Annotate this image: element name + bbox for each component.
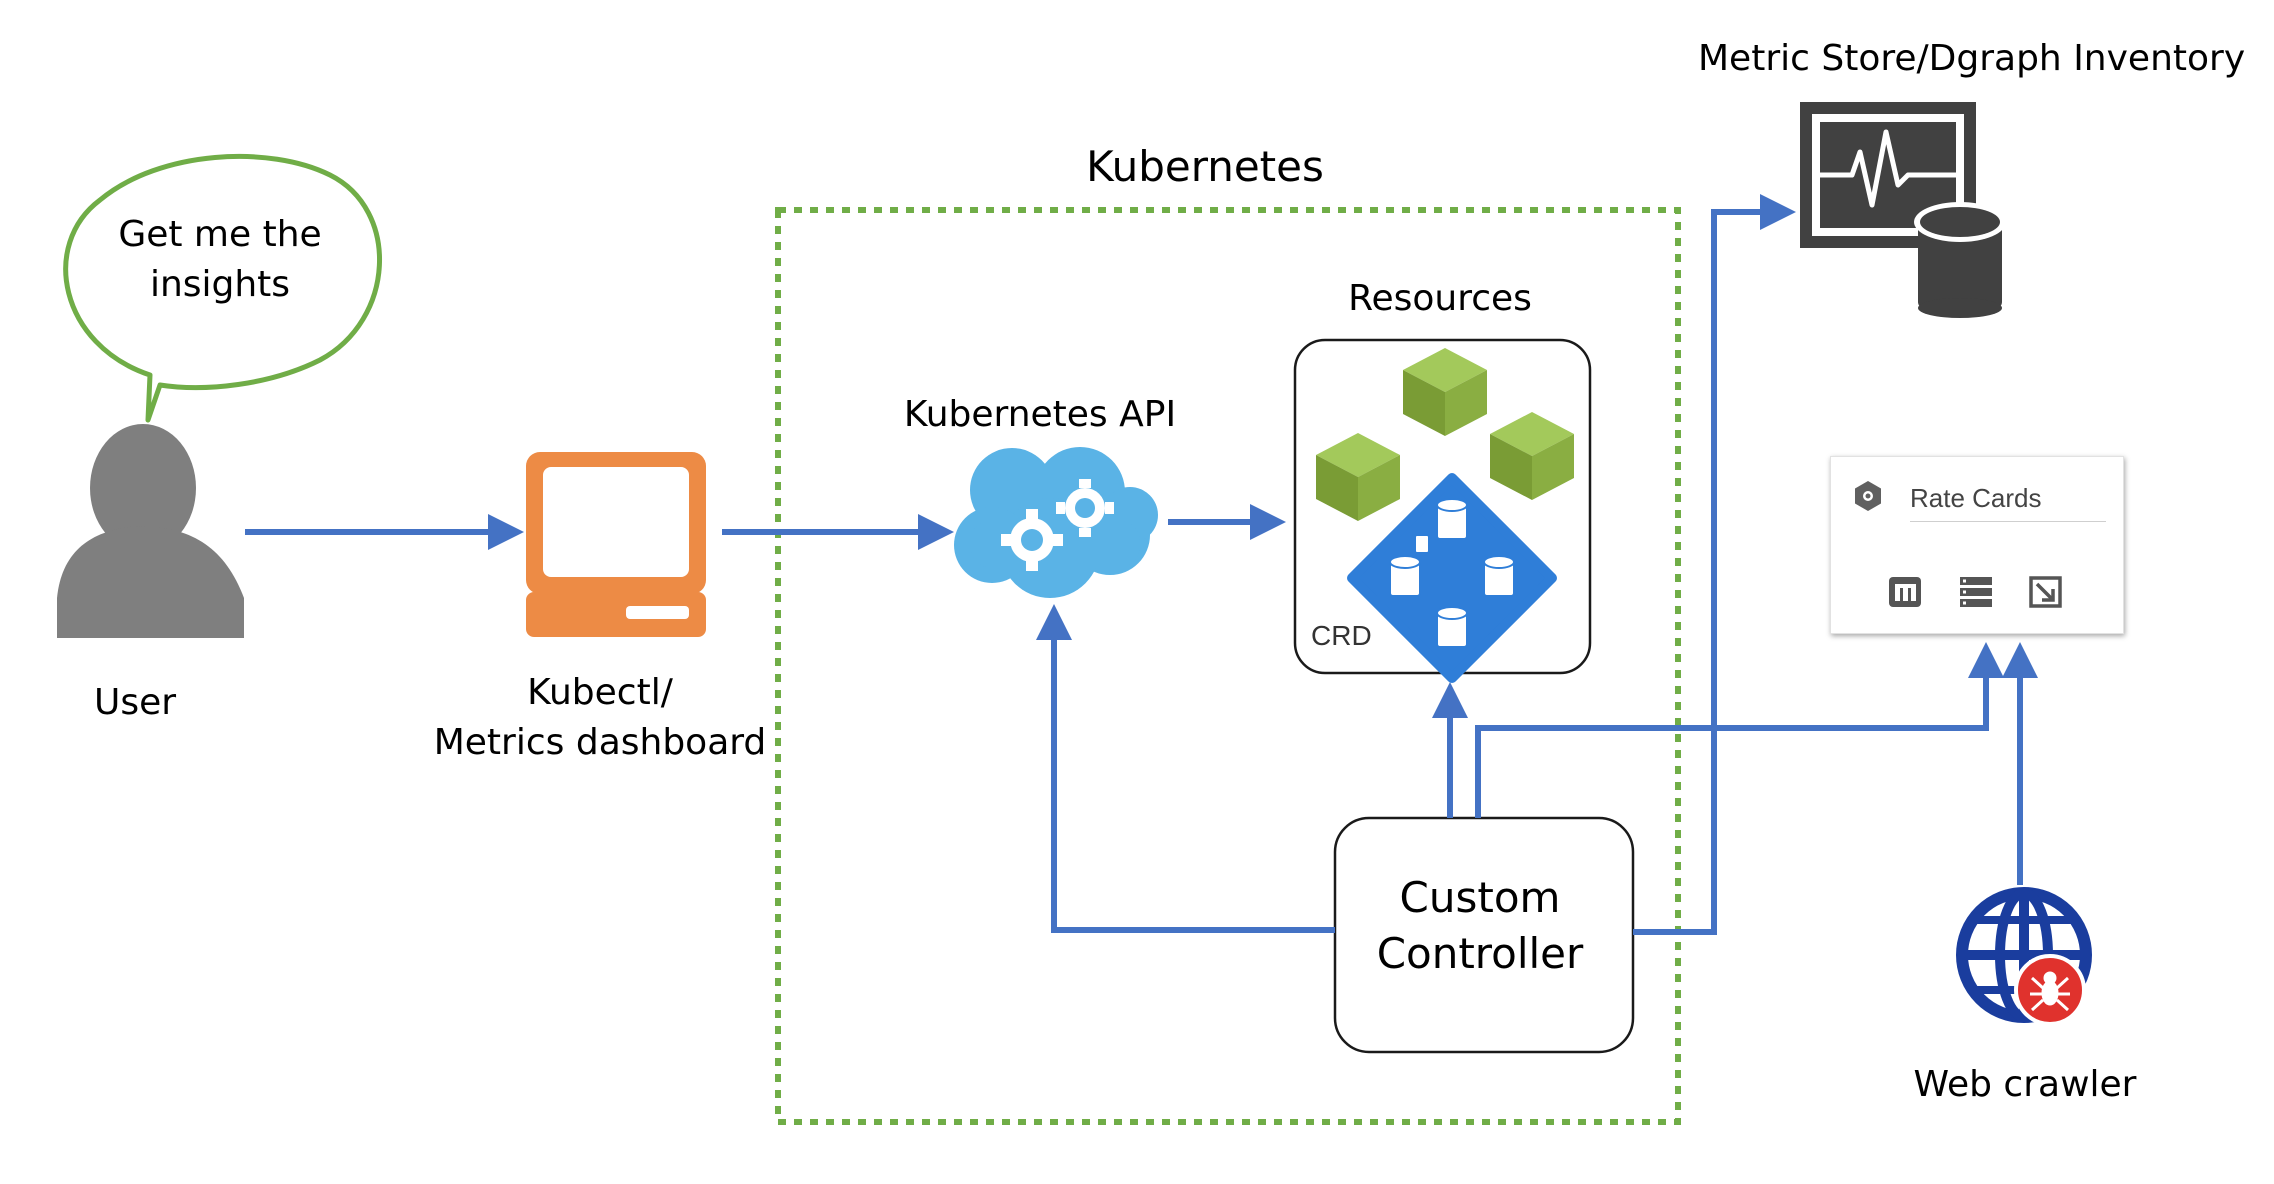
crd-diamond-icon <box>1347 473 1557 683</box>
web-crawler-icon <box>1956 887 2092 1026</box>
resource-cube-icon <box>1403 348 1487 436</box>
connectors <box>245 194 2038 935</box>
rate-cards-card[interactable]: Rate Cards <box>1830 456 2124 634</box>
arrow-controller-to-metric-store <box>1633 194 1796 935</box>
terminal-label-line2: Metrics dashboard <box>433 722 767 763</box>
resource-cube-icon <box>1316 433 1400 521</box>
arrow-controller-to-api <box>1036 604 1335 933</box>
resource-cube-icon <box>1490 412 1574 500</box>
kubernetes-cluster-boundary <box>775 207 1681 1125</box>
arrow-controller-to-rate-cards <box>1475 642 2004 818</box>
cluster-title: Kubernetes <box>1086 142 1324 191</box>
speech-bubble-text: Get me the insights <box>118 214 322 305</box>
metric-store-label: Metric Store/Dgraph Inventory <box>1698 38 2246 79</box>
terminal-label-line1: Kubectl/ <box>527 672 673 713</box>
api-label: Kubernetes API <box>903 394 1177 435</box>
rate-cards-divider <box>1910 521 2106 522</box>
resources-title: Resources <box>1348 278 1532 319</box>
rate-cards-title: Rate Cards <box>1910 483 2042 513</box>
user-label: User <box>94 682 177 723</box>
open-icon[interactable] <box>2028 575 2064 609</box>
crd-label: CRD <box>1311 620 1372 651</box>
hexagon-icon <box>1855 481 1881 511</box>
speech-bubble <box>63 154 383 423</box>
terminal-icon <box>526 452 706 637</box>
crawler-label: Web crawler <box>1913 1064 2137 1105</box>
cloud-gears-icon <box>954 447 1158 598</box>
user-icon <box>57 424 244 638</box>
list-icon[interactable] <box>1958 575 1994 609</box>
metric-store-icon <box>1800 102 2006 318</box>
controller-label: Custom Controller <box>1376 873 1584 978</box>
memory-icon[interactable] <box>1887 575 1923 609</box>
